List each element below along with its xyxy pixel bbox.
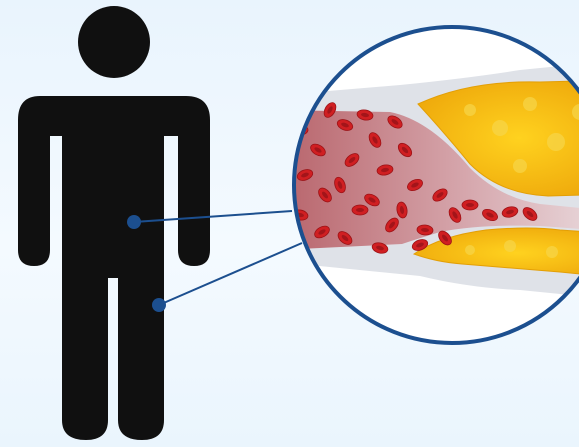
magnifier-lens bbox=[280, 27, 579, 343]
callout-dot-torso bbox=[127, 215, 141, 229]
head-shape bbox=[78, 6, 150, 78]
person-silhouette-icon bbox=[18, 6, 210, 440]
blood-cell-center bbox=[356, 208, 364, 212]
blood-cell-center bbox=[466, 203, 474, 207]
torso-shape bbox=[18, 96, 210, 440]
callout-dot-leg bbox=[152, 298, 166, 312]
